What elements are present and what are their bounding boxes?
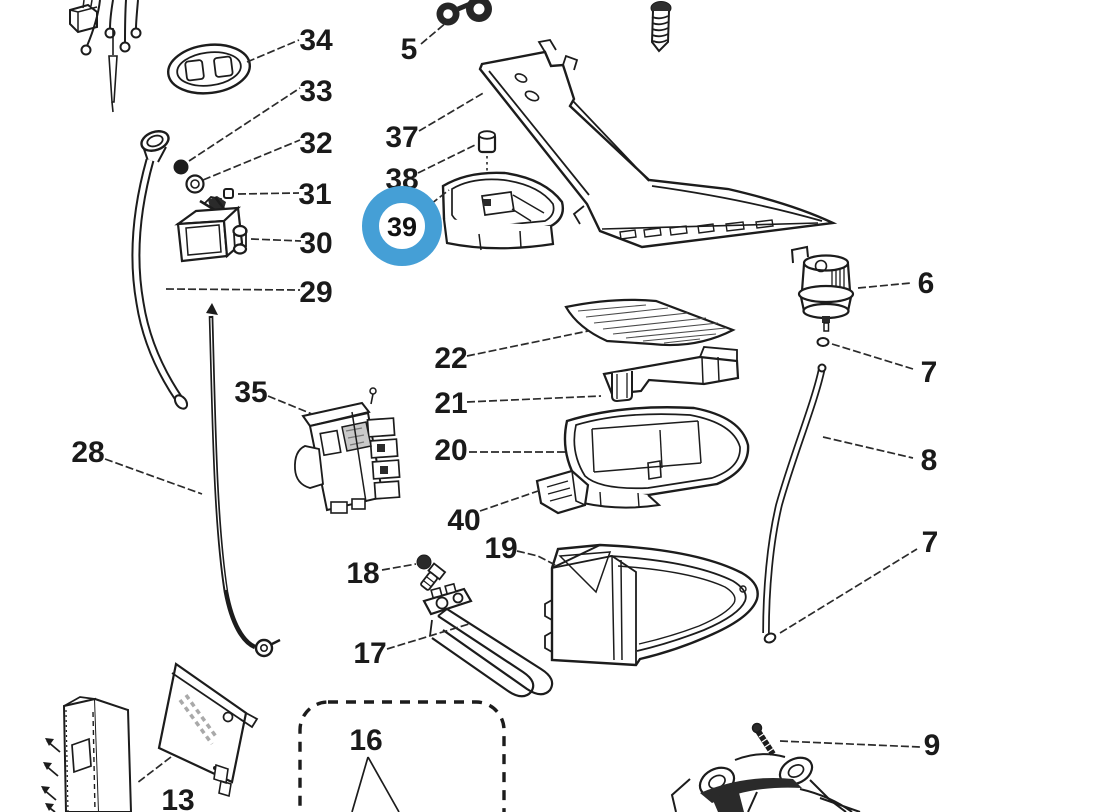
- callout-16: 16: [349, 724, 382, 757]
- leader-9: [779, 740, 921, 748]
- leader-5: [420, 21, 448, 45]
- plug-38: [477, 130, 497, 199]
- clip-7-top: [816, 337, 830, 347]
- leader-28: [104, 458, 203, 495]
- leader-7-top: [831, 343, 914, 370]
- hose-8: [762, 363, 827, 634]
- leader-13: [136, 756, 172, 784]
- callout-13: 13: [161, 784, 194, 812]
- callout-37: 37: [385, 121, 418, 154]
- callout-31: 31: [298, 178, 331, 211]
- callout-8: 8: [921, 444, 938, 477]
- callout-22: 22: [434, 342, 467, 375]
- callout-34: 34: [299, 24, 333, 57]
- callout-35: 35: [234, 376, 267, 409]
- leader-40: [479, 489, 542, 512]
- mesh-insert-22: [564, 298, 736, 347]
- callout-7-bottom: 7: [922, 526, 939, 559]
- highlighted-callout-39: 39: [387, 212, 417, 242]
- inlet-hose-29: [131, 130, 189, 410]
- pressure-switch-6: [790, 245, 855, 332]
- leader-lines: [104, 21, 921, 784]
- roller-assembly: [670, 753, 861, 812]
- direction-arrows: [41, 738, 61, 812]
- ground-wire-28: [206, 303, 281, 658]
- leader-29: [165, 288, 301, 291]
- callout-30: 30: [299, 227, 332, 260]
- callout-18: 18: [346, 557, 379, 590]
- callout-9: 9: [924, 729, 941, 762]
- gasket-34: [167, 43, 251, 95]
- connector-5: [436, 0, 492, 26]
- leader-37: [418, 91, 486, 132]
- callout-29: 29: [299, 276, 332, 309]
- heating-element-17: [422, 582, 554, 698]
- callout-28: 28: [71, 436, 104, 469]
- detergent-drawer-20: [563, 406, 750, 509]
- leader-33: [188, 87, 301, 162]
- tray-39: [441, 171, 565, 251]
- siphon-21: [602, 346, 740, 403]
- callout-7-top: 7: [921, 356, 938, 389]
- bolt-18: [416, 554, 447, 591]
- cover-panel-13: [157, 662, 259, 798]
- callout-20: 20: [434, 434, 467, 467]
- leader-19: [516, 550, 560, 568]
- callout-19: 19: [484, 532, 517, 565]
- callout-5: 5: [401, 33, 418, 66]
- inlet-valve-30: [174, 196, 248, 263]
- leader-6: [857, 282, 912, 289]
- leader-39: [430, 189, 450, 205]
- callout-6: 6: [918, 267, 935, 300]
- leader-30: [250, 238, 302, 242]
- leader-22: [466, 330, 589, 357]
- control-module-35: [294, 387, 401, 514]
- leader-38: [417, 143, 478, 174]
- leader-35: [267, 395, 313, 415]
- clip-31: [223, 188, 234, 199]
- callout-32: 32: [299, 127, 332, 160]
- wire-harness: [69, 0, 142, 113]
- leader-34: [246, 39, 300, 63]
- highlight-ring: [362, 186, 442, 266]
- insert-40: [535, 469, 590, 515]
- leader-31: [237, 192, 300, 195]
- highlight-ring-fill: [378, 202, 426, 250]
- group-box-16: [298, 700, 506, 812]
- washer-32: [185, 174, 205, 194]
- screw-top: [650, 1, 672, 53]
- leader-8: [822, 436, 914, 459]
- spacer-box: [62, 696, 133, 812]
- leader-17: [386, 623, 470, 650]
- clip-7-bottom: [763, 632, 777, 644]
- top-panel-37: [478, 39, 838, 249]
- callout-21: 21: [434, 387, 467, 420]
- dispenser-housing-19: [544, 543, 759, 667]
- ball-33: [173, 159, 189, 175]
- leader-7-bottom: [779, 548, 918, 634]
- screw-9: [751, 722, 776, 756]
- leader-32: [202, 139, 301, 181]
- callout-labels: 34 33 32 31 30 29 5 37 38 6 7 8 7 22 21 …: [71, 24, 940, 812]
- leader-18: [381, 563, 417, 571]
- leader-21: [466, 395, 602, 403]
- highlighted-part-marker[interactable]: 39: [362, 186, 442, 266]
- callout-40: 40: [447, 504, 480, 537]
- callout-17: 17: [353, 637, 386, 670]
- callout-33: 33: [299, 75, 332, 108]
